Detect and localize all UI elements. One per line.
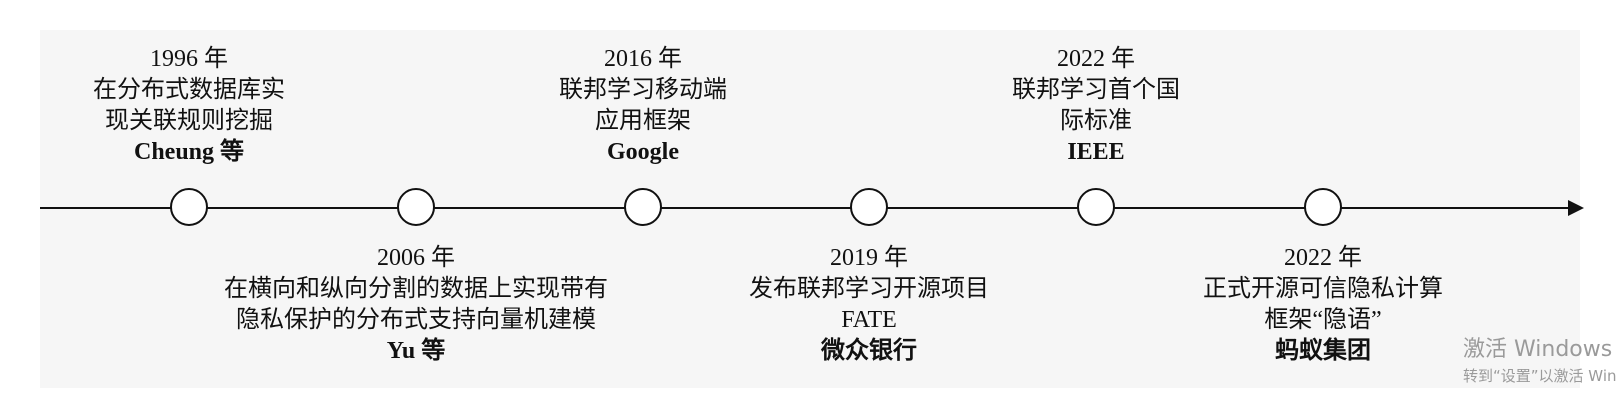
event-label-2019: 2019 年 发布联邦学习开源项目 FATE 微众银行 (649, 243, 1089, 367)
event-desc-line: 际标准 (1060, 108, 1132, 134)
watermark-title: 激活 Windows (1463, 337, 1613, 362)
timeline-node-1996 (170, 188, 208, 226)
event-org: Cheung 等 (133, 139, 245, 165)
timeline-node-2019 (850, 188, 888, 226)
event-desc-line: 联邦学习移动端 (559, 77, 727, 103)
event-org: Yu 等 (386, 338, 446, 364)
timeline-node-2022-ant (1304, 188, 1342, 226)
event-desc-line: FATE (841, 307, 897, 333)
axis-arrowhead-icon (1568, 200, 1584, 216)
event-year: 2016 年 (604, 46, 682, 72)
event-desc-line: 应用框架 (595, 108, 691, 134)
event-desc-line: 现关联规则挖掘 (105, 108, 273, 134)
windows-activation-watermark: 激活 Windows 转到“设置”以激活 Windows。 (1463, 335, 1617, 387)
event-desc-line: 正式开源可信隐私计算 (1203, 276, 1443, 302)
event-org: Google (607, 139, 679, 165)
timeline-node-2016 (624, 188, 662, 226)
event-year: 2006 年 (377, 245, 455, 271)
event-year: 2022 年 (1057, 46, 1135, 72)
event-org: 蚂蚁集团 (1275, 338, 1371, 364)
event-desc-line: 在分布式数据库实 (93, 77, 285, 103)
event-org: IEEE (1067, 139, 1125, 165)
event-desc-line: 联邦学习首个国 (1012, 77, 1180, 103)
event-desc-line: 框架“隐语” (1264, 307, 1382, 333)
event-label-2006: 2006 年 在横向和纵向分割的数据上实现带有 隐私保护的分布式支持向量机建模 … (196, 243, 636, 367)
watermark-subtitle: 转到“设置”以激活 Windows。 (1463, 367, 1617, 385)
event-label-1996: 1996 年 在分布式数据库实 现关联规则挖掘 Cheung 等 (0, 44, 409, 168)
event-desc-line: 隐私保护的分布式支持向量机建模 (236, 307, 596, 333)
event-label-2016: 2016 年 联邦学习移动端 应用框架 Google (423, 44, 863, 168)
event-label-2022-ieee: 2022 年 联邦学习首个国 际标准 IEEE (876, 44, 1316, 168)
timeline-axis (40, 207, 1570, 209)
event-year: 1996 年 (150, 46, 228, 72)
event-label-2022-ant: 2022 年 正式开源可信隐私计算 框架“隐语” 蚂蚁集团 (1103, 243, 1543, 367)
event-year: 2022 年 (1284, 245, 1362, 271)
timeline-node-2022-ieee (1077, 188, 1115, 226)
event-desc-line: 发布联邦学习开源项目 (749, 276, 989, 302)
event-year: 2019 年 (830, 245, 908, 271)
timeline-node-2006 (397, 188, 435, 226)
event-desc-line: 在横向和纵向分割的数据上实现带有 (224, 276, 608, 302)
event-org: 微众银行 (821, 338, 917, 364)
